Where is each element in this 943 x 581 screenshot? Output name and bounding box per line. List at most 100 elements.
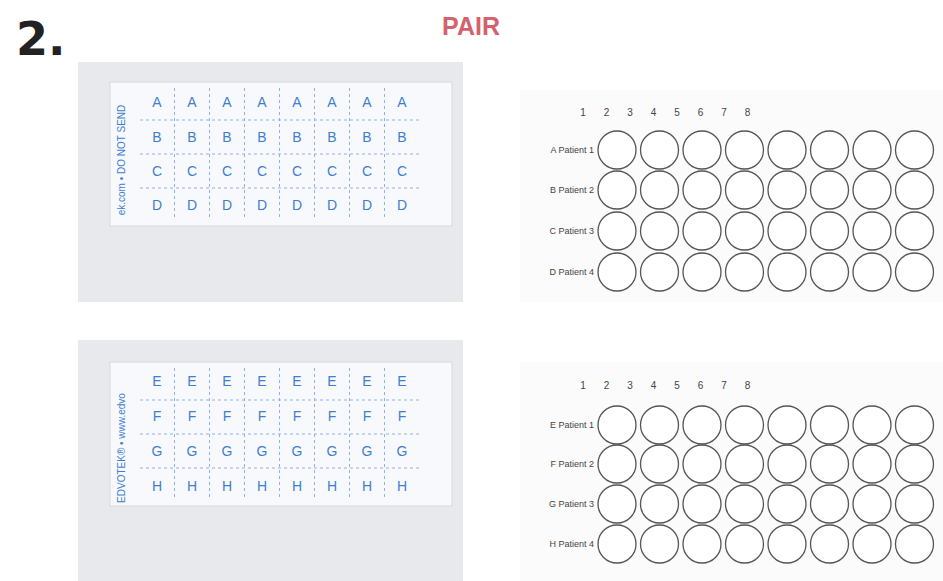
well-letter: C bbox=[222, 164, 232, 178]
well-letter: G bbox=[362, 444, 373, 458]
well-dividers bbox=[140, 88, 420, 220]
row-label: E Patient 1 bbox=[550, 421, 594, 430]
well-letter: H bbox=[222, 479, 232, 493]
row-label: C Patient 3 bbox=[549, 227, 594, 236]
well-letter: H bbox=[327, 479, 337, 493]
well-letter: H bbox=[362, 479, 372, 493]
well-letter: C bbox=[292, 164, 302, 178]
well-letter: E bbox=[397, 374, 406, 388]
column-number: 6 bbox=[698, 108, 704, 118]
well-letter: A bbox=[222, 95, 231, 109]
title: PAIR bbox=[442, 14, 500, 39]
row-label: G Patient 3 bbox=[549, 500, 594, 509]
well-circles bbox=[598, 445, 934, 483]
photo-ground bbox=[78, 62, 463, 302]
well-letter: F bbox=[153, 409, 162, 423]
well-letter: G bbox=[257, 444, 268, 458]
well-letter: B bbox=[362, 130, 371, 144]
row-label: F Patient 2 bbox=[550, 460, 594, 469]
brand-text: EDVOTEK® • www.edvo bbox=[117, 393, 127, 503]
well-letter: E bbox=[152, 374, 161, 388]
well-letter: H bbox=[397, 479, 407, 493]
row-label: A Patient 1 bbox=[550, 146, 594, 155]
well-letter: C bbox=[257, 164, 267, 178]
well-letter: E bbox=[222, 374, 231, 388]
well-letter: A bbox=[152, 95, 161, 109]
well-letter: C bbox=[327, 164, 337, 178]
template-sheet bbox=[520, 90, 943, 302]
well-letter: F bbox=[258, 409, 267, 423]
well-letter: G bbox=[222, 444, 233, 458]
well-letter: E bbox=[362, 374, 371, 388]
well-letter: D bbox=[257, 198, 267, 212]
column-number: 2 bbox=[604, 108, 610, 118]
well-letter: G bbox=[397, 444, 408, 458]
well-letter: D bbox=[187, 198, 197, 212]
well-letter: E bbox=[327, 374, 336, 388]
column-number: 8 bbox=[745, 381, 751, 391]
well-letter: H bbox=[257, 479, 267, 493]
well-letter: D bbox=[292, 198, 302, 212]
well-letter: B bbox=[152, 130, 161, 144]
column-number: 6 bbox=[698, 381, 704, 391]
well-circles bbox=[598, 406, 934, 444]
well-letter: F bbox=[293, 409, 302, 423]
well-circles bbox=[598, 525, 934, 563]
well-circles bbox=[598, 171, 934, 209]
well-letter: E bbox=[187, 374, 196, 388]
column-number: 3 bbox=[627, 381, 633, 391]
column-number: 2 bbox=[604, 381, 610, 391]
well-letter: A bbox=[292, 95, 301, 109]
well-letter: G bbox=[187, 444, 198, 458]
well-letter: H bbox=[187, 479, 197, 493]
well-letter: D bbox=[397, 198, 407, 212]
column-number: 5 bbox=[674, 381, 680, 391]
well-letter: C bbox=[362, 164, 372, 178]
row-label: B Patient 2 bbox=[550, 186, 594, 195]
template-sheet bbox=[520, 362, 943, 581]
well-circles bbox=[598, 485, 934, 523]
well-letter: F bbox=[223, 409, 232, 423]
column-number: 8 bbox=[745, 108, 751, 118]
column-number: 7 bbox=[721, 381, 727, 391]
well-letter: C bbox=[397, 164, 407, 178]
well-letter: B bbox=[187, 130, 196, 144]
well-letter: A bbox=[362, 95, 371, 109]
row-label: D Patient 4 bbox=[549, 268, 594, 277]
column-number: 5 bbox=[674, 108, 680, 118]
well-letter: B bbox=[222, 130, 231, 144]
well-letter: A bbox=[397, 95, 406, 109]
well-letter: H bbox=[152, 479, 162, 493]
well-circles bbox=[598, 253, 934, 291]
photo-ground bbox=[78, 340, 463, 581]
well-letter: E bbox=[292, 374, 301, 388]
well-letter: A bbox=[257, 95, 266, 109]
column-number: 4 bbox=[651, 108, 657, 118]
well-letter: H bbox=[292, 479, 302, 493]
column-number: 1 bbox=[580, 108, 586, 118]
well-letter: D bbox=[222, 198, 232, 212]
well-letter: G bbox=[152, 444, 163, 458]
well-letter: F bbox=[363, 409, 372, 423]
well-letter: B bbox=[257, 130, 266, 144]
well-circles bbox=[598, 212, 934, 250]
well-dividers bbox=[140, 368, 420, 500]
question-number: 2. bbox=[16, 16, 65, 62]
well-letter: F bbox=[188, 409, 197, 423]
well-letter: D bbox=[327, 198, 337, 212]
column-number: 3 bbox=[627, 108, 633, 118]
strip-plate bbox=[110, 82, 452, 226]
well-letter: F bbox=[398, 409, 407, 423]
column-number: 4 bbox=[651, 381, 657, 391]
well-letter: B bbox=[397, 130, 406, 144]
row-label: H Patient 4 bbox=[549, 540, 594, 549]
well-letter: C bbox=[152, 164, 162, 178]
well-letter: B bbox=[292, 130, 301, 144]
well-letter: E bbox=[257, 374, 266, 388]
well-letter: D bbox=[362, 198, 372, 212]
well-letter: A bbox=[187, 95, 196, 109]
well-letter: G bbox=[292, 444, 303, 458]
well-letter: G bbox=[327, 444, 338, 458]
column-number: 7 bbox=[721, 108, 727, 118]
